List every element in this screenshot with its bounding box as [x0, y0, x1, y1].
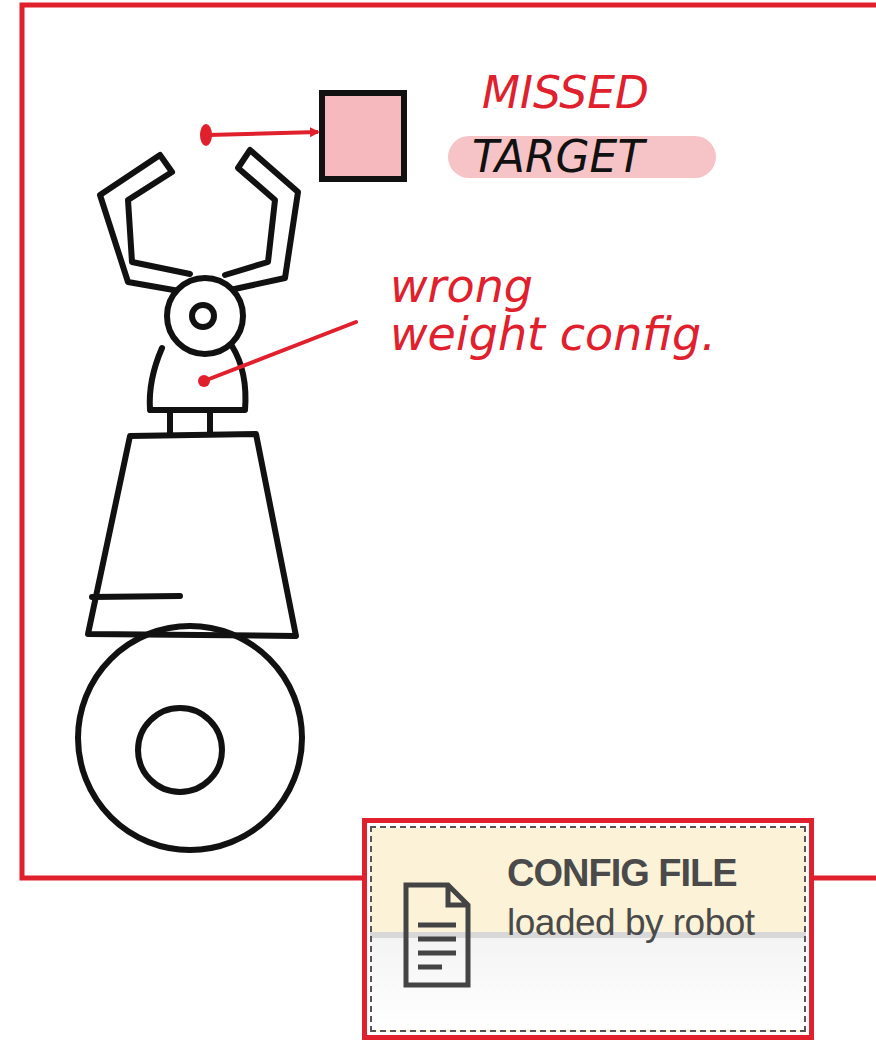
icon-outline	[406, 885, 468, 985]
frame	[22, 5, 876, 878]
file-subtitle: loaded by robot	[507, 903, 755, 944]
leader-line	[204, 322, 356, 381]
annotation-text: TARGET	[472, 131, 644, 182]
annotation-text: wrong weight config.	[390, 259, 716, 361]
label-holder: wrong weight config.	[390, 262, 860, 359]
robot-torso	[88, 434, 296, 636]
file-callout-box: CONFIG FILE loaded by robot	[362, 818, 814, 1040]
file-title: CONFIG FILE	[507, 853, 737, 895]
left-claw	[100, 155, 190, 292]
robot-neck	[170, 410, 210, 434]
robot-shoulder	[150, 346, 246, 410]
wheel-hub	[138, 708, 222, 792]
miss-arrow	[208, 132, 318, 135]
robot-sketch	[78, 150, 302, 850]
robot-head	[167, 278, 243, 354]
annotation-text: MISSED	[482, 67, 649, 118]
robot-eye	[192, 305, 214, 327]
document-icon	[402, 881, 472, 991]
label-holder: TARGET	[472, 134, 644, 180]
label-holder: MISSED	[482, 70, 649, 116]
right-claw	[225, 150, 298, 290]
target-square	[322, 93, 404, 179]
robot-wheel	[78, 626, 302, 850]
wrap-spacer	[610, 262, 860, 302]
torso-line	[92, 596, 180, 597]
